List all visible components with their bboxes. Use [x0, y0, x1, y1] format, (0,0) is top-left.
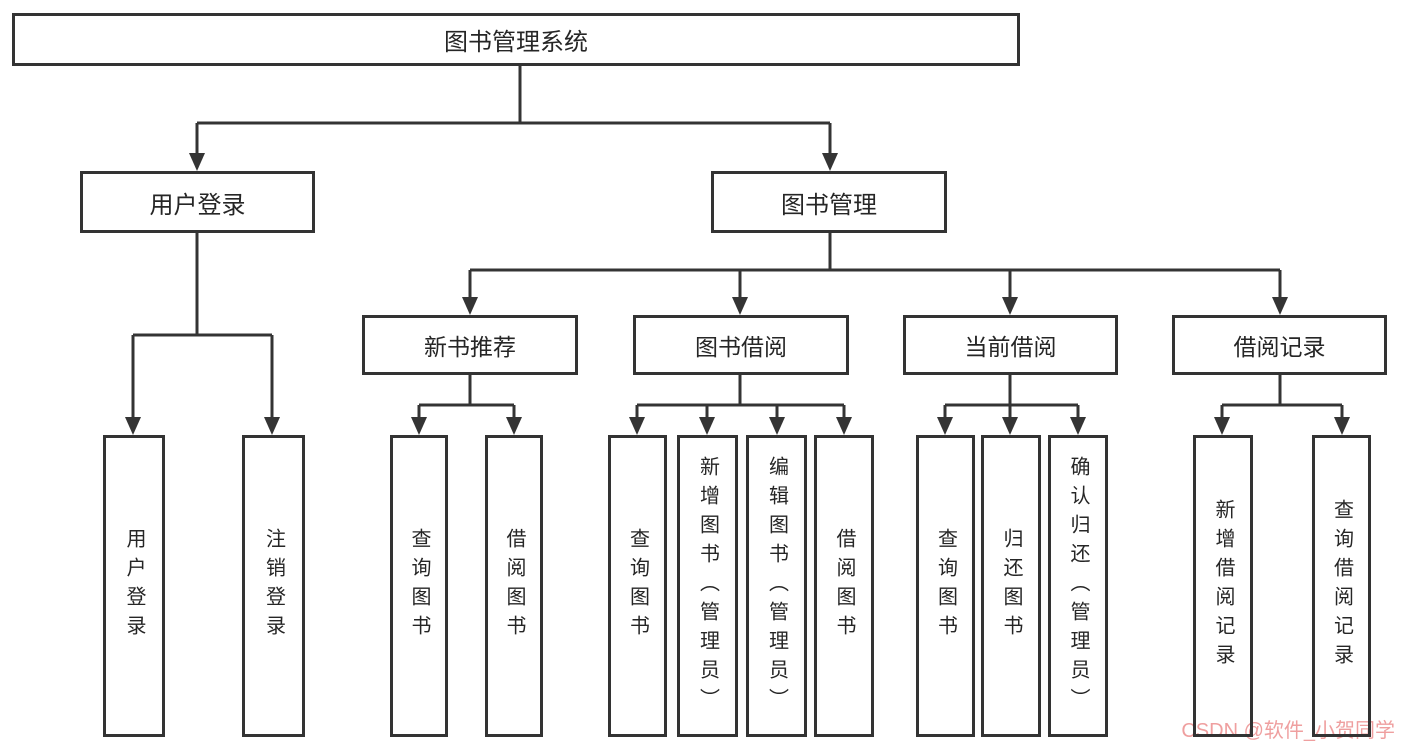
leaf-label: 确认归还（管理员）	[1067, 455, 1089, 717]
node-current-borrowing-label: 当前借阅	[964, 334, 1057, 360]
leaf-label: 归还图书	[1000, 528, 1022, 644]
arrowhead-down	[822, 153, 838, 171]
connector-current-borrowing-to-children	[937, 375, 1086, 435]
leaf-label: 查询图书	[408, 528, 430, 644]
node-new-book-recommend-label: 新书推荐	[424, 334, 516, 360]
connector-book-borrowing-to-children	[629, 375, 852, 435]
leaf-br-query-record: 查询借阅记录	[1312, 435, 1371, 737]
leaf-br-add-record: 新增借阅记录	[1193, 435, 1253, 737]
arrowhead-down	[937, 417, 953, 435]
leaf-label: 查询图书	[934, 528, 957, 644]
leaf-label: 借阅图书	[833, 528, 855, 644]
connector-new-book-to-children	[411, 375, 522, 435]
leaf-bb-borrow-books: 借阅图书	[814, 435, 874, 737]
arrowhead-down	[1272, 297, 1288, 315]
leaf-nb-query-books: 查询图书	[390, 435, 448, 737]
leaf-bb-add-books-admin: 新增图书（管理员）	[677, 435, 738, 737]
arrowhead-down	[1002, 417, 1018, 435]
leaf-label: 新增图书（管理员）	[696, 455, 719, 717]
arrowhead-down	[462, 297, 478, 315]
connector-borrowing-records-to-children	[1214, 375, 1350, 435]
node-current-borrowing: 当前借阅	[903, 315, 1118, 375]
leaf-label: 注销登录	[262, 528, 285, 644]
leaf-label: 新增借阅记录	[1212, 499, 1234, 673]
arrowhead-down	[732, 297, 748, 315]
arrowhead-down	[699, 417, 715, 435]
leaf-bb-edit-books-admin: 编辑图书（管理员）	[746, 435, 807, 737]
connector-book-management-to-sections	[462, 233, 1288, 315]
leaf-bb-query-books: 查询图书	[608, 435, 667, 737]
arrowhead-down	[506, 417, 522, 435]
leaf-label: 查询借阅记录	[1330, 499, 1353, 673]
arrowhead-down	[264, 417, 280, 435]
leaf-user-login: 用户登录	[103, 435, 165, 737]
leaf-nb-borrow-books: 借阅图书	[485, 435, 543, 737]
node-user-login: 用户登录	[80, 171, 315, 233]
arrowhead-down	[1334, 417, 1350, 435]
arrowhead-down	[1214, 417, 1230, 435]
node-user-login-label: 用户登录	[149, 191, 246, 219]
arrowhead-down	[1070, 417, 1086, 435]
leaf-cb-query-books: 查询图书	[916, 435, 975, 737]
leaf-cb-confirm-return-admin: 确认归还（管理员）	[1048, 435, 1108, 737]
arrowhead-down	[411, 417, 427, 435]
node-root-label: 图书管理系统	[444, 29, 588, 56]
arrowhead-down	[189, 153, 205, 171]
leaf-label: 查询图书	[626, 528, 649, 644]
node-book-borrowing-label: 图书借阅	[695, 334, 787, 360]
leaf-label: 借阅图书	[503, 528, 525, 644]
node-root: 图书管理系统	[12, 13, 1020, 66]
arrowhead-down	[836, 417, 852, 435]
connector-user-login-to-children	[125, 233, 280, 435]
leaf-label: 用户登录	[123, 528, 145, 644]
arrowhead-down	[629, 417, 645, 435]
arrowhead-down	[769, 417, 785, 435]
leaf-cb-return-books: 归还图书	[981, 435, 1041, 737]
node-book-management-label: 图书管理	[781, 191, 877, 219]
leaf-logout: 注销登录	[242, 435, 305, 737]
arrowhead-down	[1002, 297, 1018, 315]
arrowhead-down	[125, 417, 141, 435]
leaf-label: 编辑图书（管理员）	[765, 455, 788, 717]
node-new-book-recommend: 新书推荐	[362, 315, 578, 375]
node-borrowing-records-label: 借阅记录	[1233, 334, 1326, 360]
node-book-borrowing: 图书借阅	[633, 315, 849, 375]
connector-root-to-level2	[189, 66, 838, 171]
node-book-management: 图书管理	[711, 171, 947, 233]
node-borrowing-records: 借阅记录	[1172, 315, 1387, 375]
